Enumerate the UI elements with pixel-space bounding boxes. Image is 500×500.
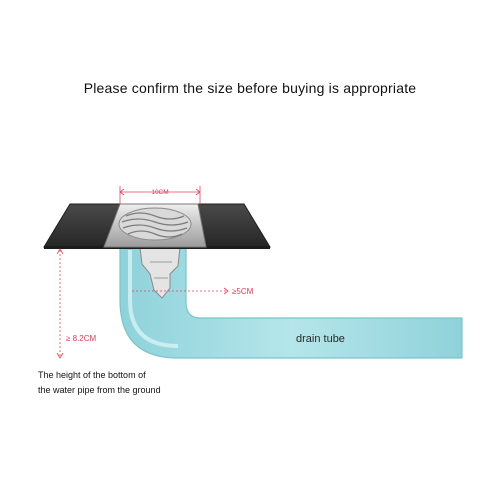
width-dimension [119, 186, 201, 204]
page-title: Please confirm the size before buying is… [83, 80, 417, 96]
drain-grate [118, 207, 192, 241]
height-label: ≥ 8.2CM [66, 334, 97, 343]
width-label: 10CM [151, 189, 168, 196]
drain-grate-slots [121, 212, 189, 238]
height-dimension [56, 248, 64, 359]
trap-depth-label: ≥5CM [232, 287, 254, 296]
drain-tube-label: drain tube [296, 333, 345, 345]
floor-slab-right [197, 203, 271, 248]
drain-tube [119, 247, 463, 359]
caption: The height of the bottom of the water pi… [38, 368, 161, 398]
trap-insert [139, 246, 181, 299]
trap-dimension [132, 287, 229, 295]
caption-line-1: The height of the bottom of [38, 370, 146, 380]
caption-line-2: the water pipe from the ground [38, 385, 161, 395]
drain-tube-highlight [128, 250, 179, 348]
